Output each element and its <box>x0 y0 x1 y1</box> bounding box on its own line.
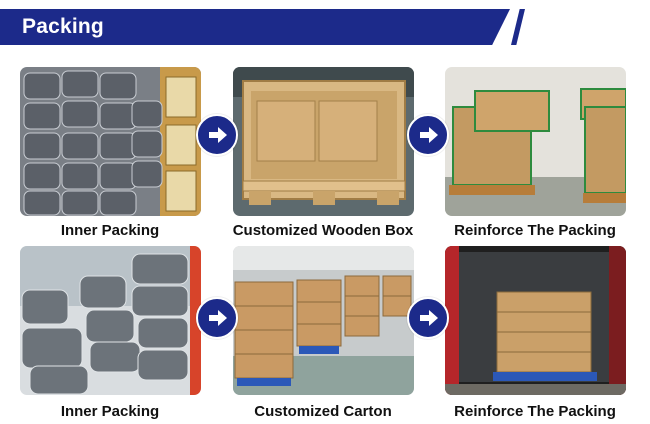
caption-customized-carton: Customized Carton <box>254 403 392 420</box>
reinforce-packing-photo <box>445 67 626 216</box>
caption-customized-wooden-box: Customized Wooden Box <box>232 222 414 239</box>
arrow-right-icon <box>407 114 449 156</box>
wooden-box-photo <box>233 67 414 216</box>
inner-packing-photo <box>20 67 201 216</box>
caption-inner-packing-2: Inner Packing <box>60 403 160 420</box>
inner-packing-photo-2 <box>20 246 201 395</box>
arrow-right-icon <box>196 297 238 339</box>
header-bar <box>0 9 510 45</box>
arrow-right-icon <box>196 114 238 156</box>
page-title: Packing <box>22 15 104 38</box>
customized-carton-photo <box>233 246 414 395</box>
caption-reinforce-packing-2: Reinforce The Packing <box>454 403 616 420</box>
header-slash-decoration <box>511 9 525 45</box>
caption-reinforce-packing: Reinforce The Packing <box>454 222 616 239</box>
arrow-right-icon <box>407 297 449 339</box>
reinforce-packing-photo-2 <box>445 246 626 395</box>
caption-inner-packing: Inner Packing <box>60 222 160 239</box>
